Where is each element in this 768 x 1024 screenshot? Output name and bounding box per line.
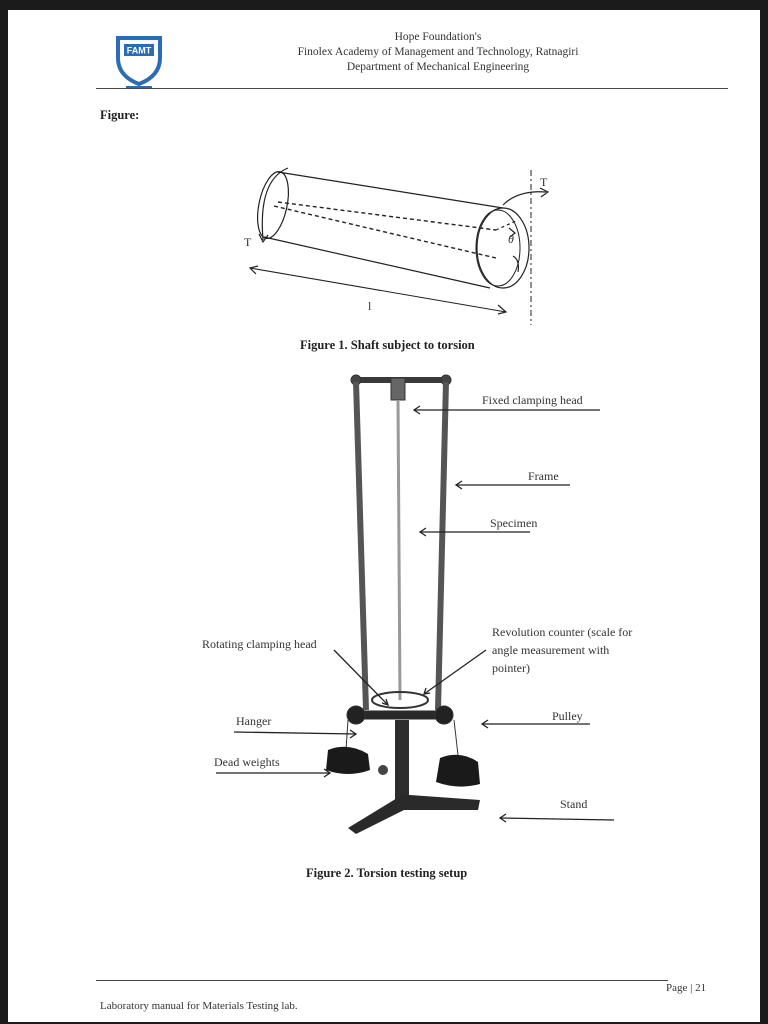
page-number: Page | 21 — [666, 982, 707, 994]
label-fixed-clamping-head: Fixed clamping head — [482, 393, 583, 407]
label-frame: Frame — [528, 469, 559, 483]
stand-base — [348, 795, 480, 834]
header-line-3: Department of Mechanical Engineering — [346, 61, 530, 73]
torque-label-left: T — [244, 235, 252, 249]
label-revolution-counter-3: pointer) — [492, 661, 530, 675]
frame-rod-left — [353, 381, 369, 711]
document-page: FAMT Hope Foundation's Finolex Academy o… — [8, 10, 760, 1022]
label-dead-weights: Dead weights — [214, 755, 280, 769]
shaft-right-end — [476, 207, 530, 289]
dead-weight-right — [436, 754, 480, 787]
logo-text: FAMT — [127, 46, 152, 56]
header-line-2: Finolex Academy of Management and Techno… — [297, 46, 579, 58]
length-label: l — [368, 299, 372, 313]
torsion-setup-diagram: Fixed clamping head Frame Specimen Rotat… — [202, 374, 632, 834]
label-hanger: Hanger — [236, 714, 271, 728]
famt-logo: FAMT — [116, 36, 162, 89]
figure2-caption: Figure 2. Torsion testing setup — [306, 866, 468, 880]
header-rule — [96, 88, 728, 89]
label-rotating-clamping-head: Rotating clamping head — [202, 637, 317, 651]
footer-rule — [96, 980, 668, 981]
frame-rod-right — [435, 381, 449, 711]
fixed-head-block — [390, 377, 406, 401]
dead-weight-left — [326, 746, 370, 774]
shaft-bottom-edge — [263, 236, 491, 289]
label-specimen: Specimen — [490, 516, 537, 530]
footer-text: Laboratory manual for Materials Testing … — [100, 1000, 298, 1012]
header-line-1: Hope Foundation's — [394, 31, 482, 43]
label-pulley: Pulley — [552, 709, 583, 723]
figure-heading: Figure: — [100, 108, 140, 122]
stand-column — [395, 720, 409, 800]
institution-header: Hope Foundation's Finolex Academy of Man… — [238, 30, 638, 75]
label-stand: Stand — [560, 797, 587, 811]
revolution-counter-disc — [371, 691, 429, 709]
angle-label: θ — [508, 232, 514, 246]
shaft-top-edge — [277, 171, 504, 209]
shaft-torsion-diagram: T T θ l — [244, 167, 550, 325]
label-revolution-counter-1: Revolution counter (scale for — [492, 625, 632, 639]
torque-label-right: T — [540, 175, 548, 189]
figure1-caption: Figure 1. Shaft subject to torsion — [300, 338, 475, 352]
specimen-rod — [396, 399, 402, 701]
label-revolution-counter-2: angle measurement with — [492, 643, 609, 657]
